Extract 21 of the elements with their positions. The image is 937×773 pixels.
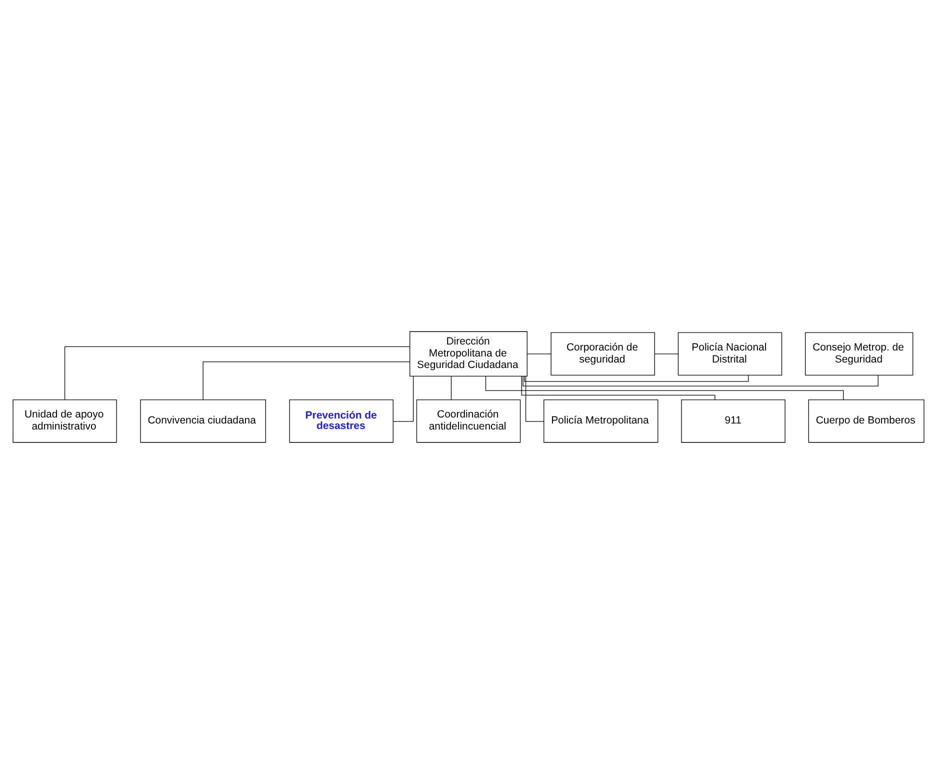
connector <box>64 346 410 400</box>
connector <box>524 374 749 382</box>
connector <box>485 375 844 400</box>
connector <box>202 360 410 400</box>
node-box: Coordinación antidelincuencial <box>416 398 521 442</box>
node-box: Dirección Metropolitana de Seguridad Ciudadana <box>410 330 528 376</box>
node-box: Convivencia ciudadana <box>140 398 266 442</box>
connector <box>654 353 678 354</box>
node-box: 911 <box>681 398 786 442</box>
connector <box>392 375 414 422</box>
node-box: Unidad de apoyo administrativo <box>12 398 117 442</box>
connector <box>521 375 716 400</box>
node-box: Policía Metropolitana <box>544 398 658 442</box>
node-box: Consejo Metrop. de Seguridad <box>805 332 914 376</box>
node-box: Policía Nacional Distrital <box>678 332 782 376</box>
connector <box>526 353 552 354</box>
node-box: Prevención de desastres <box>289 398 394 442</box>
node-box: Cuerpo de Bomberos <box>808 398 924 442</box>
connector <box>525 375 544 422</box>
node-box: Corporación de seguridad <box>550 332 655 376</box>
connector <box>450 375 452 400</box>
